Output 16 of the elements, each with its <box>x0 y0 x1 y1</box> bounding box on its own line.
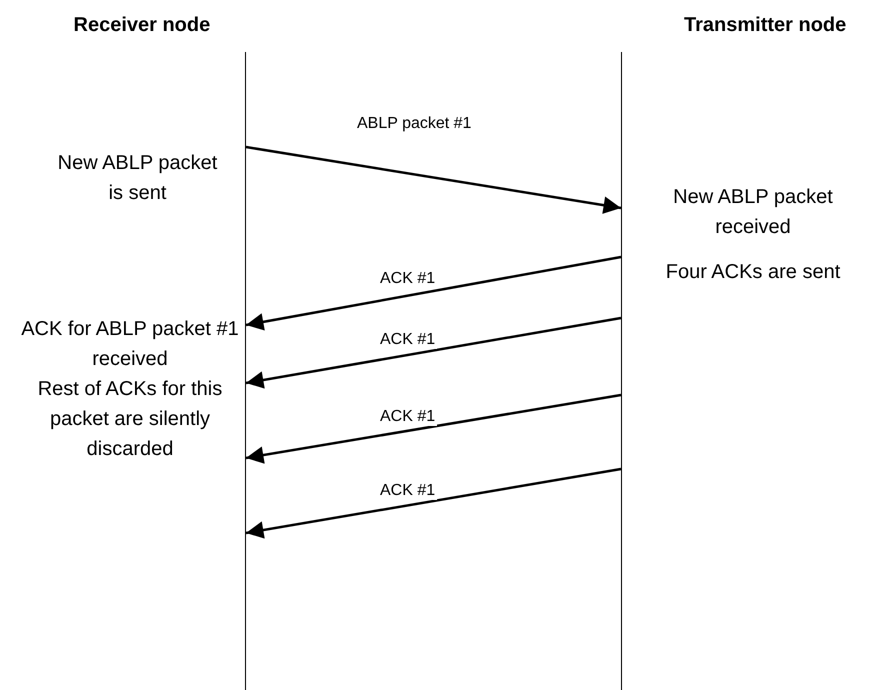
message-arrow <box>246 468 622 539</box>
message-arrow <box>246 394 622 464</box>
edge-label: ACK #1 <box>378 408 438 426</box>
note-text: ACK for ABLP packet #1 received <box>20 317 240 372</box>
note-text: Four ACKs are sent <box>664 260 842 285</box>
lifeline-heading: Receiver node <box>74 14 210 37</box>
edge-label: ACK #1 <box>378 482 438 500</box>
message-arrow <box>246 316 622 389</box>
note-text: Rest of ACKs for this packet are silently discarded <box>36 377 224 462</box>
message-arrow <box>246 146 622 214</box>
message-arrow <box>246 256 622 330</box>
note-text: New ABLP packet received <box>672 185 834 240</box>
note-text: New ABLP packet is sent <box>56 151 218 206</box>
lifeline-heading: Transmitter node <box>684 14 846 37</box>
edge-label: ACK #1 <box>378 331 438 349</box>
edge-label: ABLP packet #1 <box>355 115 474 133</box>
